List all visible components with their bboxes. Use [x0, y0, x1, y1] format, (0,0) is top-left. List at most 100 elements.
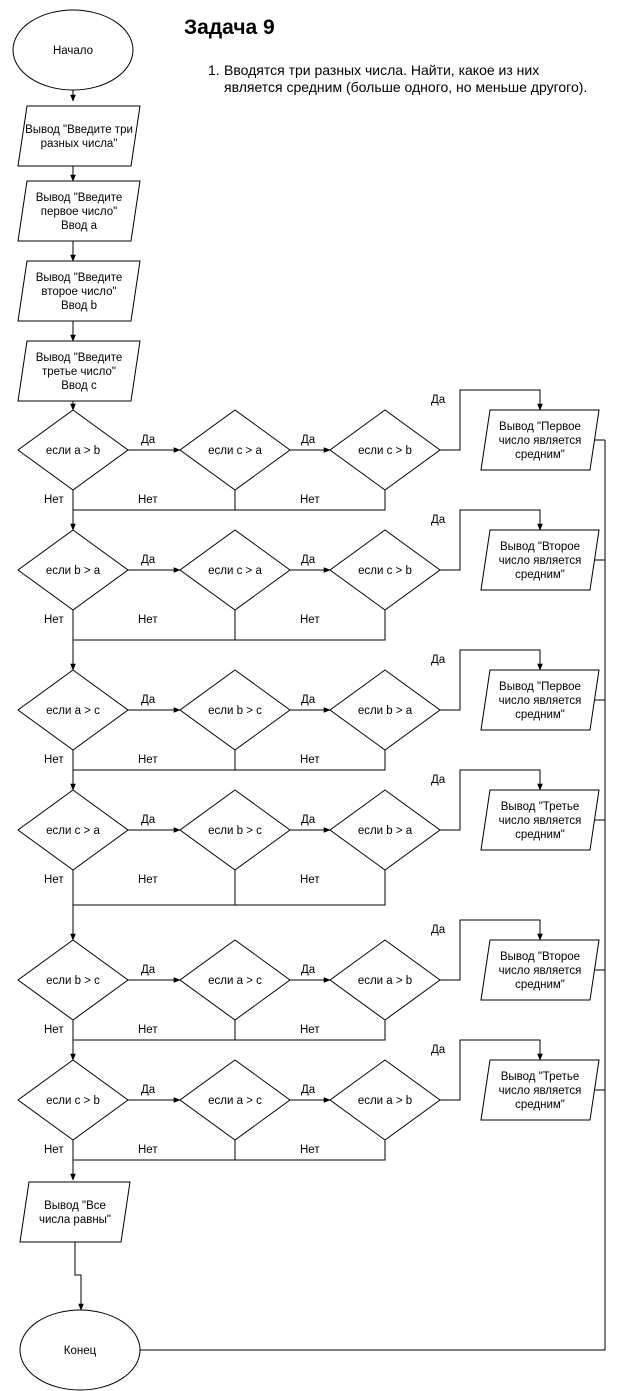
row-2-decision-3-text: если c > b: [358, 565, 412, 577]
row-1-decision-2-text: если c > a: [208, 445, 262, 457]
row-5-decision-3-text: если a > b: [358, 975, 412, 987]
row-6-no-label-2: Нет: [138, 1144, 158, 1156]
input-block-1: [17, 105, 141, 167]
row-6-no-label-3: Нет: [300, 1144, 320, 1156]
row-3-yes-label-1: Да: [141, 694, 156, 706]
row-6-decision-2-text: если a > c: [208, 1095, 262, 1107]
row-4-decision-3-text: если b > a: [358, 825, 413, 837]
row-1-decision-3-text: если c > b: [358, 445, 412, 457]
row-3-decision-3-text: если b > a: [358, 705, 413, 717]
row-5-decision-3: [329, 939, 441, 1021]
row-4-yes-label-3: Да: [431, 774, 446, 786]
task-number: 1.: [208, 62, 220, 78]
row-6-no-line-3: [73, 1140, 386, 1161]
row-5-yes-label-1: Да: [141, 964, 156, 976]
end-terminator-text: Конец: [64, 1345, 97, 1357]
row-3-no-label-3: Нет: [300, 754, 320, 766]
row-2-decision-1: [17, 529, 129, 611]
row-1-no-label-3: Нет: [300, 494, 320, 506]
row-6-decision-2: [179, 1059, 291, 1141]
row-2-decision-1-text: если b > a: [46, 565, 101, 577]
start-terminator: [12, 9, 134, 91]
task-list: 1. Вводятся три разных числа. Найти, как…: [208, 62, 588, 96]
row-5-yes-arrow-3: [440, 919, 543, 981]
row-4-decision-1-text: если c > a: [46, 825, 100, 837]
row-4-yes-label-2: Да: [301, 814, 316, 826]
row-2-yes-arrow-3: [440, 509, 543, 571]
row-4-yes-arrow-3: [440, 769, 543, 831]
row-1-decision-2: [179, 409, 291, 491]
row-6-yes-label-2: Да: [301, 1084, 316, 1096]
row-2-yes-label-2: Да: [301, 554, 316, 566]
row-6-no-label-1: Нет: [44, 1144, 64, 1156]
input-block-4: [17, 340, 141, 402]
task-item: 1. Вводятся три разных числа. Найти, как…: [208, 62, 588, 96]
row-1-yes-arrow-3: [440, 389, 543, 451]
row-3-yes-arrow-3: [440, 649, 543, 711]
row-6-yes-label-3: Да: [431, 1044, 446, 1056]
row-6-yes-arrow-3: [440, 1039, 543, 1101]
row-2-decision-2-text: если c > a: [208, 565, 262, 577]
row-5-no-line-3: [73, 1020, 386, 1041]
row-3-decision-2: [179, 669, 291, 751]
end-terminator: [19, 1309, 141, 1391]
row-5-decision-1-text: если b > c: [46, 975, 100, 987]
row-5-output-block: [480, 939, 600, 1001]
row-3-output-block: [480, 669, 600, 731]
final-output-block: [19, 1181, 131, 1243]
row-5-decision-2-text: если a > c: [208, 975, 262, 987]
connector-final-to-end: [74, 1242, 84, 1311]
row-3-no-label-1: Нет: [44, 754, 64, 766]
row-2-yes-label-1: Да: [141, 554, 156, 566]
row-1-decision-3: [329, 409, 441, 491]
row-4-no-line-3: [73, 870, 386, 906]
row-1-yes-label-3: Да: [431, 394, 446, 406]
row-5-no-label-3: Нет: [300, 1024, 320, 1036]
row-2-output-block: [480, 529, 600, 591]
row-4-decision-3: [329, 789, 441, 871]
row-3-decision-3: [329, 669, 441, 751]
row-1-output-block: [480, 409, 600, 471]
row-5-yes-label-3: Да: [431, 924, 446, 936]
row-6-decision-1-text: если c > b: [46, 1095, 100, 1107]
row-3-no-label-2: Нет: [138, 754, 158, 766]
row-2-no-label-1: Нет: [44, 614, 64, 626]
row-2-decision-2: [179, 529, 291, 611]
row-2-no-label-3: Нет: [300, 614, 320, 626]
bus-to-end: [140, 440, 606, 1351]
row-4-no-label-1: Нет: [44, 874, 64, 886]
row-6-decision-1: [17, 1059, 129, 1141]
input-block-2: [17, 180, 141, 242]
row-4-decision-2: [179, 789, 291, 871]
row-6-decision-3: [329, 1059, 441, 1141]
row-1-no-label-2: Нет: [138, 494, 158, 506]
row-1-yes-label-1: Да: [141, 434, 156, 446]
row-1-no-line-3: [73, 490, 386, 511]
row-5-yes-label-2: Да: [301, 964, 316, 976]
start-terminator-text: Начало: [53, 45, 93, 57]
row-1-yes-label-2: Да: [301, 434, 316, 446]
row-2-no-label-2: Нет: [138, 614, 158, 626]
row-3-decision-1-text: если a > c: [46, 705, 100, 717]
row-4-output-block: [480, 789, 600, 851]
row-5-no-label-2: Нет: [138, 1024, 158, 1036]
row-4-decision-2-text: если b > c: [208, 825, 262, 837]
row-4-no-label-3: Нет: [300, 874, 320, 886]
row-2-decision-3: [329, 529, 441, 611]
row-3-decision-1: [17, 669, 129, 751]
row-4-no-label-2: Нет: [138, 874, 158, 886]
row-3-yes-label-3: Да: [431, 654, 446, 666]
